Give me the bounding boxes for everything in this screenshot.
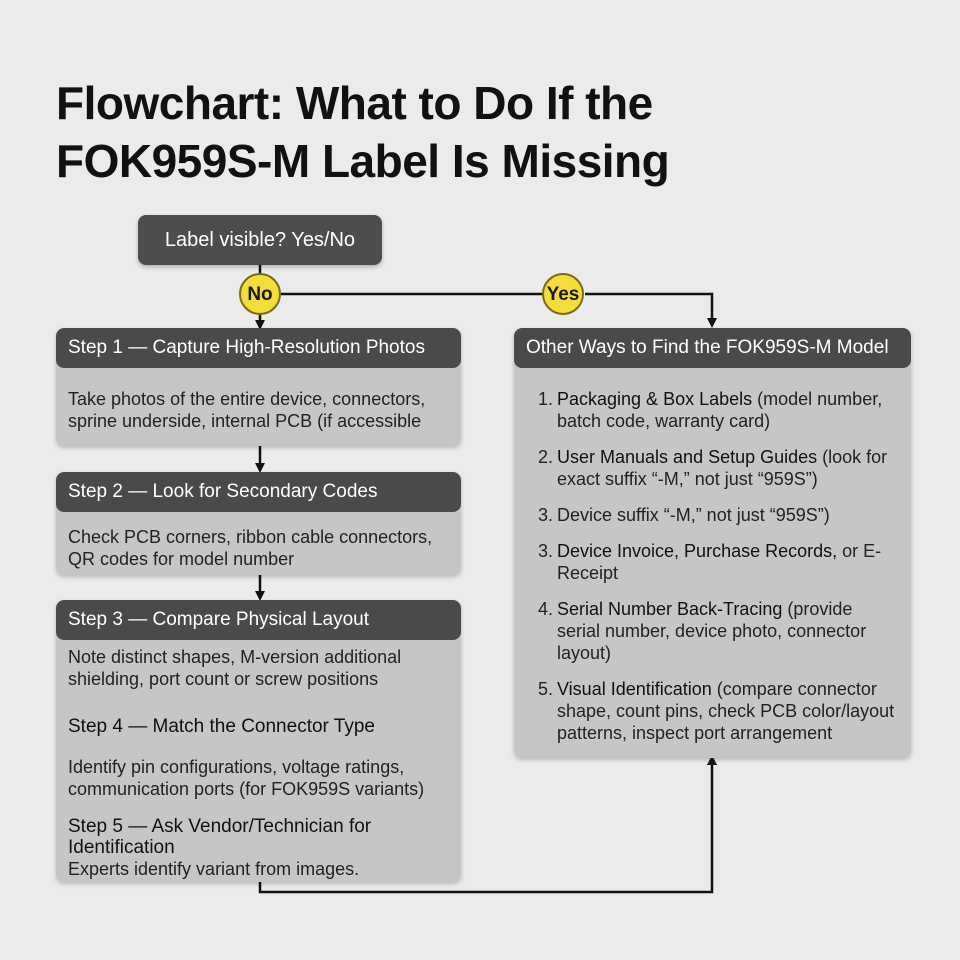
title-line-1: Flowchart: What to Do If the xyxy=(56,77,653,129)
item-number: 4. xyxy=(538,599,554,619)
step-2-title: Step 2 — Look for Secondary Codes xyxy=(56,472,461,512)
yes-branch-label: Yes xyxy=(546,284,580,305)
step-3-text: Note distinct shapes, M-version addition… xyxy=(68,647,402,689)
no-branch-badge: No xyxy=(239,273,281,315)
item-detail: (provide serial number, device photo, co… xyxy=(557,599,867,663)
item-detail: (compare connector shape, count pins, ch… xyxy=(557,679,895,743)
other-ways-item: 4. Serial Number Back-Tracing (provide s… xyxy=(538,598,895,664)
item-number: 3. xyxy=(538,541,554,561)
other-ways-item: 3. Device suffix “-M,” not just “959S”) xyxy=(538,504,895,526)
other-ways-list: 1. Packaging & Box Labels (model number,… xyxy=(538,388,895,758)
page-title: Flowchart: What to Do If the FOK959S-M L… xyxy=(56,74,916,190)
other-ways-card: Other Ways to Find the FOK959S-M Model 1… xyxy=(514,328,911,758)
other-ways-title: Other Ways to Find the FOK959S-M Model xyxy=(514,328,911,368)
item-emphasis: Serial Number Back-Tracing xyxy=(557,599,783,619)
item-number: 1. xyxy=(538,389,554,409)
decision-label: Label visible? Yes/No xyxy=(164,229,356,251)
step-3-title: Step 3 — Compare Physical Layout xyxy=(56,600,461,640)
item-number: 2. xyxy=(538,447,554,467)
item-detail: (look for exact suffix “-M,” not just “9… xyxy=(557,447,888,489)
yes-branch-badge: Yes xyxy=(542,273,584,315)
step-1-title: Step 1 — Capture High-Resolution Photos xyxy=(56,328,461,368)
step-4-text: Identify pin configurations, voltage rat… xyxy=(68,757,425,799)
step-4-title: Step 4 — Match the Connector Type xyxy=(68,716,375,737)
step-1-text: Take photos of the entire device, connec… xyxy=(68,389,426,431)
item-detail: or E-Receipt xyxy=(557,541,882,583)
item-emphasis: Device Invoice, Purchase Records, xyxy=(557,541,838,561)
item-emphasis: Visual Identification xyxy=(557,679,712,699)
other-ways-item: 1. Packaging & Box Labels (model number,… xyxy=(538,388,895,432)
step-2-text: Check PCB corners, ribbon cable connecto… xyxy=(68,527,433,569)
yes-to-other-ways-arrow xyxy=(585,292,717,328)
step-1-card: Step 1 — Capture High-Resolution Photos … xyxy=(56,328,461,446)
step-5-title: Step 5 — Ask Vendor/Technician for Ident… xyxy=(68,816,372,858)
item-detail: Device suffix “-M,” not just “959S”) xyxy=(557,505,830,525)
title-line-2: FOK959S-M Label Is Missing xyxy=(56,135,670,187)
item-emphasis: User Manuals and Setup Guides xyxy=(557,447,818,467)
other-ways-item: 3. Device Invoice, Purchase Records, or … xyxy=(538,540,895,584)
steps-to-other-ways-arrow xyxy=(258,755,717,894)
item-number: 3. xyxy=(538,505,554,525)
item-detail: (model number, batch code, warranty card… xyxy=(557,389,883,431)
no-branch-label: No xyxy=(247,284,273,305)
step-2-card: Step 2 — Look for Secondary Codes Check … xyxy=(56,472,461,575)
item-number: 5. xyxy=(538,679,554,699)
decision-node: Label visible? Yes/No xyxy=(138,215,382,265)
item-emphasis: Packaging & Box Labels xyxy=(557,389,753,409)
step-3-5-card: Step 3 — Compare Physical Layout Note di… xyxy=(56,600,461,882)
step-5-text: Experts identify variant from images. xyxy=(68,859,360,879)
other-ways-item: 2. User Manuals and Setup Guides (look f… xyxy=(538,446,895,490)
other-ways-item: 5. Visual Identification (compare connec… xyxy=(538,678,895,744)
